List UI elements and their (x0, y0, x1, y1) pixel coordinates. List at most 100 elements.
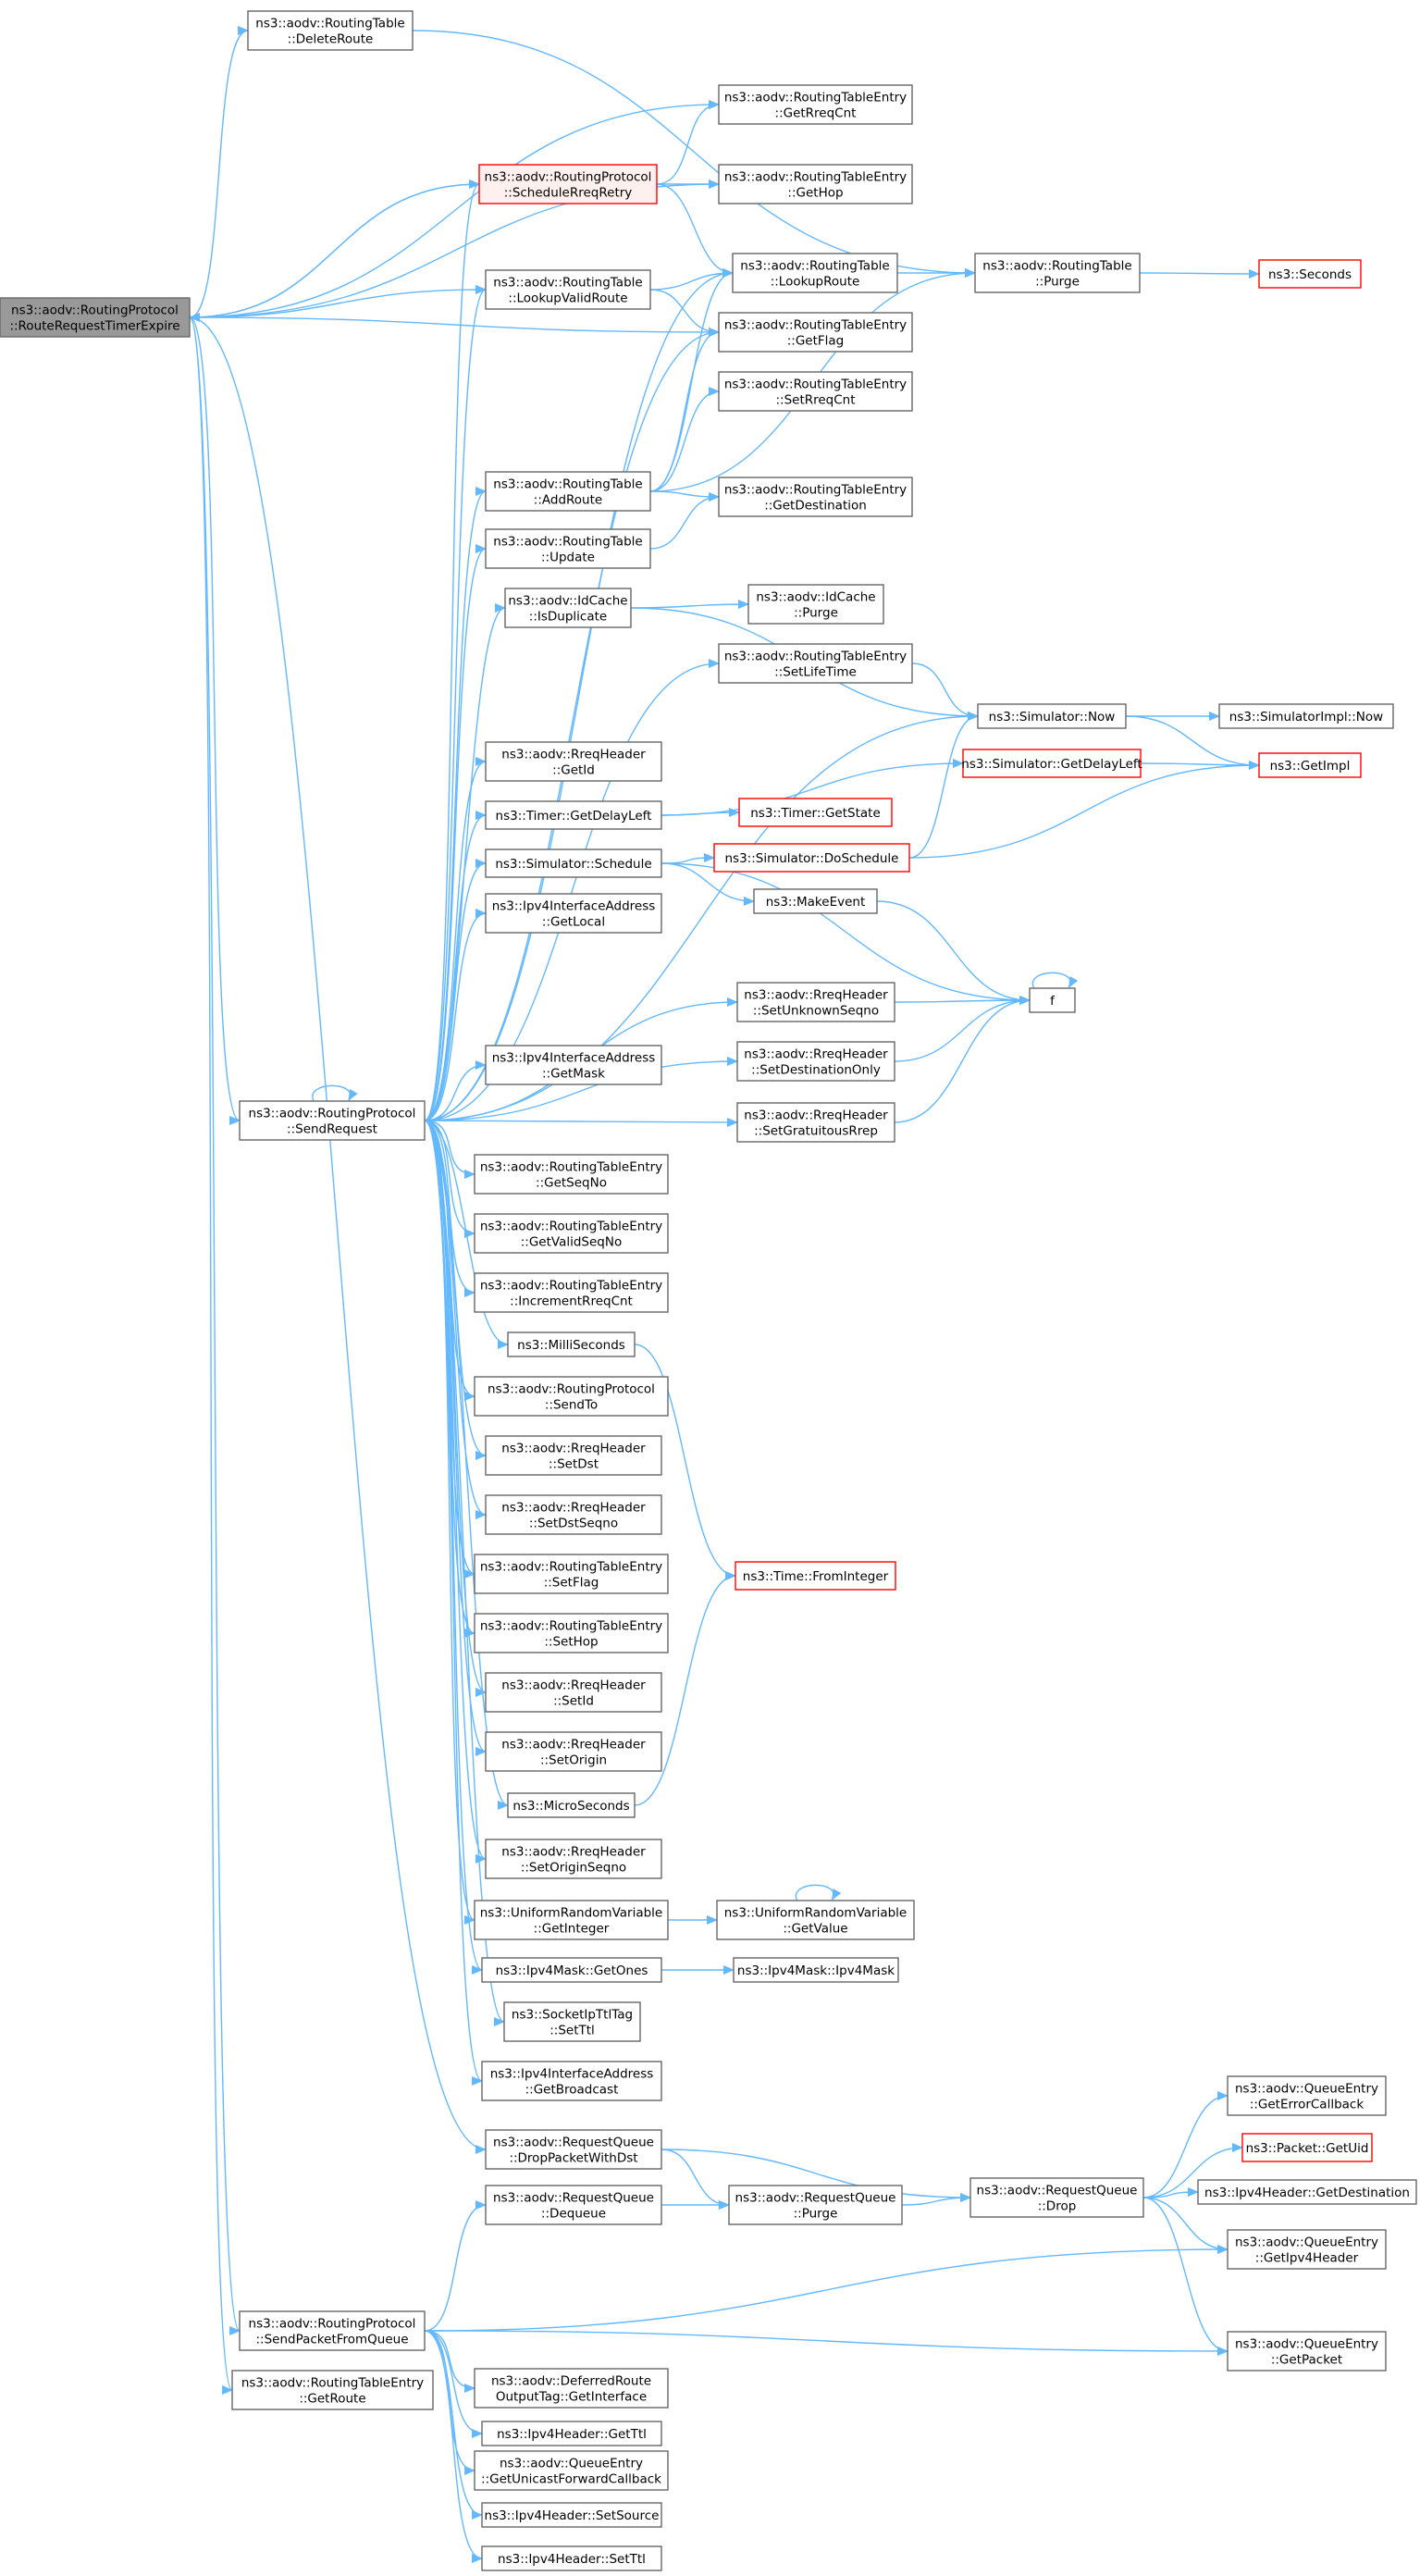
node-ipv4Mask[interactable]: ns3::Ipv4Mask::Ipv4Mask (733, 1957, 899, 1983)
node-lookupRoute[interactable]: ns3::aodv::RoutingTable::LookupRoute (732, 253, 898, 293)
node-rqDrop[interactable]: ns3::aodv::RequestQueue::Drop (969, 2177, 1144, 2218)
edge-path (424, 1120, 475, 1297)
node-label: ns3::aodv::RreqHeader (744, 988, 888, 1003)
node-box (736, 982, 895, 1022)
node-getUid[interactable]: ns3::Packet::GetUid (1241, 2133, 1373, 2162)
node-setOriginSeqno[interactable]: ns3::aodv::RreqHeader::SetOriginSeqno (485, 1839, 662, 1879)
node-sendTo[interactable]: ns3::aodv::RoutingProtocol::SendTo (474, 1376, 669, 1417)
node-setUnknownSeqno[interactable]: ns3::aodv::RreqHeader::SetUnknownSeqno (736, 982, 895, 1022)
edge-makeEvent-to-f (876, 900, 1031, 1005)
node-rqPurge[interactable]: ns3::aodv::RequestQueue::Purge (728, 2185, 903, 2225)
node-dequeue[interactable]: ns3::aodv::RequestQueue::Dequeue (485, 2185, 662, 2225)
node-setRreqCnt[interactable]: ns3::aodv::RoutingTableEntry::SetRreqCnt (718, 371, 913, 412)
node-getPacket[interactable]: ns3::aodv::QueueEntry::GetPacket (1227, 2331, 1387, 2372)
node-box (474, 1613, 669, 1653)
node-getInteger[interactable]: ns3::UniformRandomVariable::GetInteger (474, 1900, 669, 1940)
node-label: ns3::MilliSeconds (517, 1338, 625, 1353)
node-setTtlTag[interactable]: ns3::SocketIpTtlTag::SetTtl (503, 2001, 641, 2042)
node-getLocal[interactable]: ns3::Ipv4InterfaceAddress::GetLocal (485, 893, 662, 934)
node-label: ::SendPacketFromQueue (255, 2333, 408, 2347)
node-label: ::DropPacketWithDst (509, 2151, 637, 2166)
node-lookupValidRoute[interactable]: ns3::aodv::RoutingTable::LookupValidRout… (485, 269, 651, 310)
node-label: ::SetRreqCnt (775, 393, 855, 408)
edge-path (189, 316, 233, 2395)
edge-path (424, 859, 487, 1121)
node-label: ::SendRequest (287, 1122, 377, 1137)
node-setDstSeqno[interactable]: ns3::aodv::RreqHeader::SetDstSeqno (485, 1494, 662, 1535)
node-getSeqNo[interactable]: ns3::aodv::RoutingTableEntry::GetSeqNo (474, 1154, 669, 1195)
node-makeEvent[interactable]: ns3::MakeEvent (753, 888, 878, 914)
node-fromInteger[interactable]: ns3::Time::FromInteger (735, 1561, 896, 1591)
node-timerGetState[interactable]: ns3::Timer::GetState (738, 798, 893, 827)
node-simGetDelayLeft[interactable]: ns3::Simulator::GetDelayLeft (961, 749, 1142, 778)
node-rreqGetId[interactable]: ns3::aodv::RreqHeader::GetId (485, 741, 662, 782)
node-sendRequest[interactable]: ns3::aodv::RoutingProtocol::SendRequest (239, 1100, 426, 1141)
node-box (1241, 2133, 1373, 2162)
node-box (485, 1731, 662, 1772)
node-simSchedule[interactable]: ns3::Simulator::Schedule (485, 848, 662, 878)
edge-path (908, 761, 1260, 859)
node-getDestination[interactable]: ns3::aodv::RoutingTableEntry::GetDestina… (718, 477, 913, 517)
edge-path (661, 853, 715, 864)
node-setId[interactable]: ns3::aodv::RreqHeader::SetId (485, 1672, 662, 1713)
node-getHop[interactable]: ns3::aodv::RoutingTableEntry::GetHop (718, 164, 913, 204)
node-getErrorCallback[interactable]: ns3::aodv::QueueEntry::GetErrorCallback (1227, 2075, 1387, 2116)
node-getImpl[interactable]: ns3::GetImpl (1258, 752, 1362, 778)
edge-sendRequest-to-milliSeconds (424, 1120, 509, 1349)
node-dropPacketWithDst[interactable]: ns3::aodv::RequestQueue::DropPacketWithD… (485, 2129, 662, 2170)
node-deferredGetInterface[interactable]: ns3::aodv::DeferredRouteOutputTag::GetIn… (474, 2368, 669, 2409)
node-timerGetDelayLeft[interactable]: ns3::Timer::GetDelayLeft (485, 800, 662, 830)
edge-sendRequest-to-setLifeTime (424, 659, 720, 1121)
node-label: ::SetId (553, 1694, 594, 1709)
node-isDuplicate[interactable]: ns3::aodv::IdCache::IsDuplicate (504, 588, 632, 628)
node-ipv4GetTtl[interactable]: ns3::Ipv4Header::GetTtl (481, 2421, 662, 2446)
node-setOrigin[interactable]: ns3::aodv::RreqHeader::SetOrigin (485, 1731, 662, 1772)
node-setLifeTime[interactable]: ns3::aodv::RoutingTableEntry::SetLifeTim… (718, 643, 913, 684)
node-seconds[interactable]: ns3::Seconds (1258, 259, 1362, 289)
node-setGratuitousRrep[interactable]: ns3::aodv::RreqHeader::SetGratuitousRrep (736, 1102, 895, 1143)
node-milliSeconds[interactable]: ns3::MilliSeconds (507, 1331, 636, 1357)
node-setDst[interactable]: ns3::aodv::RreqHeader::SetDst (485, 1435, 662, 1476)
node-simDoSchedule[interactable]: ns3::Simulator::DoSchedule (713, 843, 910, 873)
node-getUnicastForwardCallback[interactable]: ns3::aodv::QueueEntry::GetUnicastForward… (474, 2450, 669, 2491)
node-deleteRoute[interactable]: ns3::aodv::RoutingTable::DeleteRoute (247, 10, 414, 51)
node-setFlag[interactable]: ns3::aodv::RoutingTableEntry::SetFlag (474, 1554, 669, 1594)
edge-path (1142, 2091, 1229, 2198)
node-getIpv4Header[interactable]: ns3::aodv::QueueEntry::GetIpv4Header (1227, 2229, 1387, 2270)
node-root[interactable]: ns3::aodv::RoutingProtocol::RouteRequest… (0, 297, 191, 338)
node-ipv4SetTtl[interactable]: ns3::Ipv4Header::SetTtl (481, 2545, 662, 2571)
node-setSource[interactable]: ns3::Ipv4Header::SetSource (481, 2502, 662, 2528)
edge-sendPacketFromQueue-to-deferredGetInterface (424, 2330, 475, 2393)
node-scheduleRreqRetry[interactable]: ns3::aodv::RoutingProtocol::ScheduleRreq… (478, 164, 658, 204)
node-getOnes[interactable]: ns3::Ipv4Mask::GetOnes (481, 1957, 662, 1983)
node-getValue[interactable]: ns3::UniformRandomVariable::GetValue (716, 1900, 915, 1940)
node-getFlag[interactable]: ns3::aodv::RoutingTableEntry::GetFlag (718, 312, 913, 353)
node-getRreqCnt[interactable]: ns3::aodv::RoutingTableEntry::GetRreqCnt (718, 84, 913, 125)
node-ipv4GetDestination[interactable]: ns3::Ipv4Header::GetDestination (1197, 2179, 1417, 2205)
edge-sendRequest-to-getBroadcast (424, 1120, 483, 2086)
edge-rqDrop-to-getErrorCallback (1142, 2091, 1229, 2198)
edge-path (424, 1120, 483, 2086)
node-microSeconds[interactable]: ns3::MicroSeconds (507, 1792, 636, 1818)
node-label: ns3::aodv::DeferredRoute (491, 2374, 651, 2389)
node-box (718, 312, 913, 353)
node-getValidSeqNo[interactable]: ns3::aodv::RoutingTableEntry::GetValidSe… (474, 1213, 669, 1254)
edge-path (424, 1120, 475, 1179)
node-getMask[interactable]: ns3::Ipv4InterfaceAddress::GetMask (485, 1045, 662, 1085)
node-setHop[interactable]: ns3::aodv::RoutingTableEntry::SetHop (474, 1613, 669, 1653)
node-simImplNow[interactable]: ns3::SimulatorImpl::Now (1218, 703, 1394, 729)
edge-path (424, 285, 487, 1121)
node-idCachePurge[interactable]: ns3::aodv::IdCache::Purge (747, 584, 884, 625)
node-getRoute[interactable]: ns3::aodv::RoutingTableEntry::GetRoute (231, 2370, 434, 2410)
node-simNow[interactable]: ns3::Simulator::Now (977, 703, 1127, 729)
node-update[interactable]: ns3::aodv::RoutingTable::Update (485, 528, 651, 569)
node-purgeRT[interactable]: ns3::aodv::RoutingTable::Purge (974, 253, 1141, 293)
node-f[interactable]: f (1029, 987, 1076, 1013)
node-sendPacketFromQueue[interactable]: ns3::aodv::RoutingProtocol::SendPacketFr… (239, 2310, 426, 2351)
node-setDestinationOnly[interactable]: ns3::aodv::RreqHeader::SetDestinationOnl… (736, 1041, 895, 1082)
node-box (239, 2310, 426, 2351)
node-getBroadcast[interactable]: ns3::Ipv4InterfaceAddress::GetBroadcast (481, 2061, 662, 2101)
node-addRoute[interactable]: ns3::aodv::RoutingTable::AddRoute (485, 471, 651, 512)
node-incrementRreqCnt[interactable]: ns3::aodv::RoutingTableEntry::IncrementR… (474, 1272, 669, 1313)
edge-sendRequest-to-incrementRreqCnt (424, 1120, 475, 1297)
